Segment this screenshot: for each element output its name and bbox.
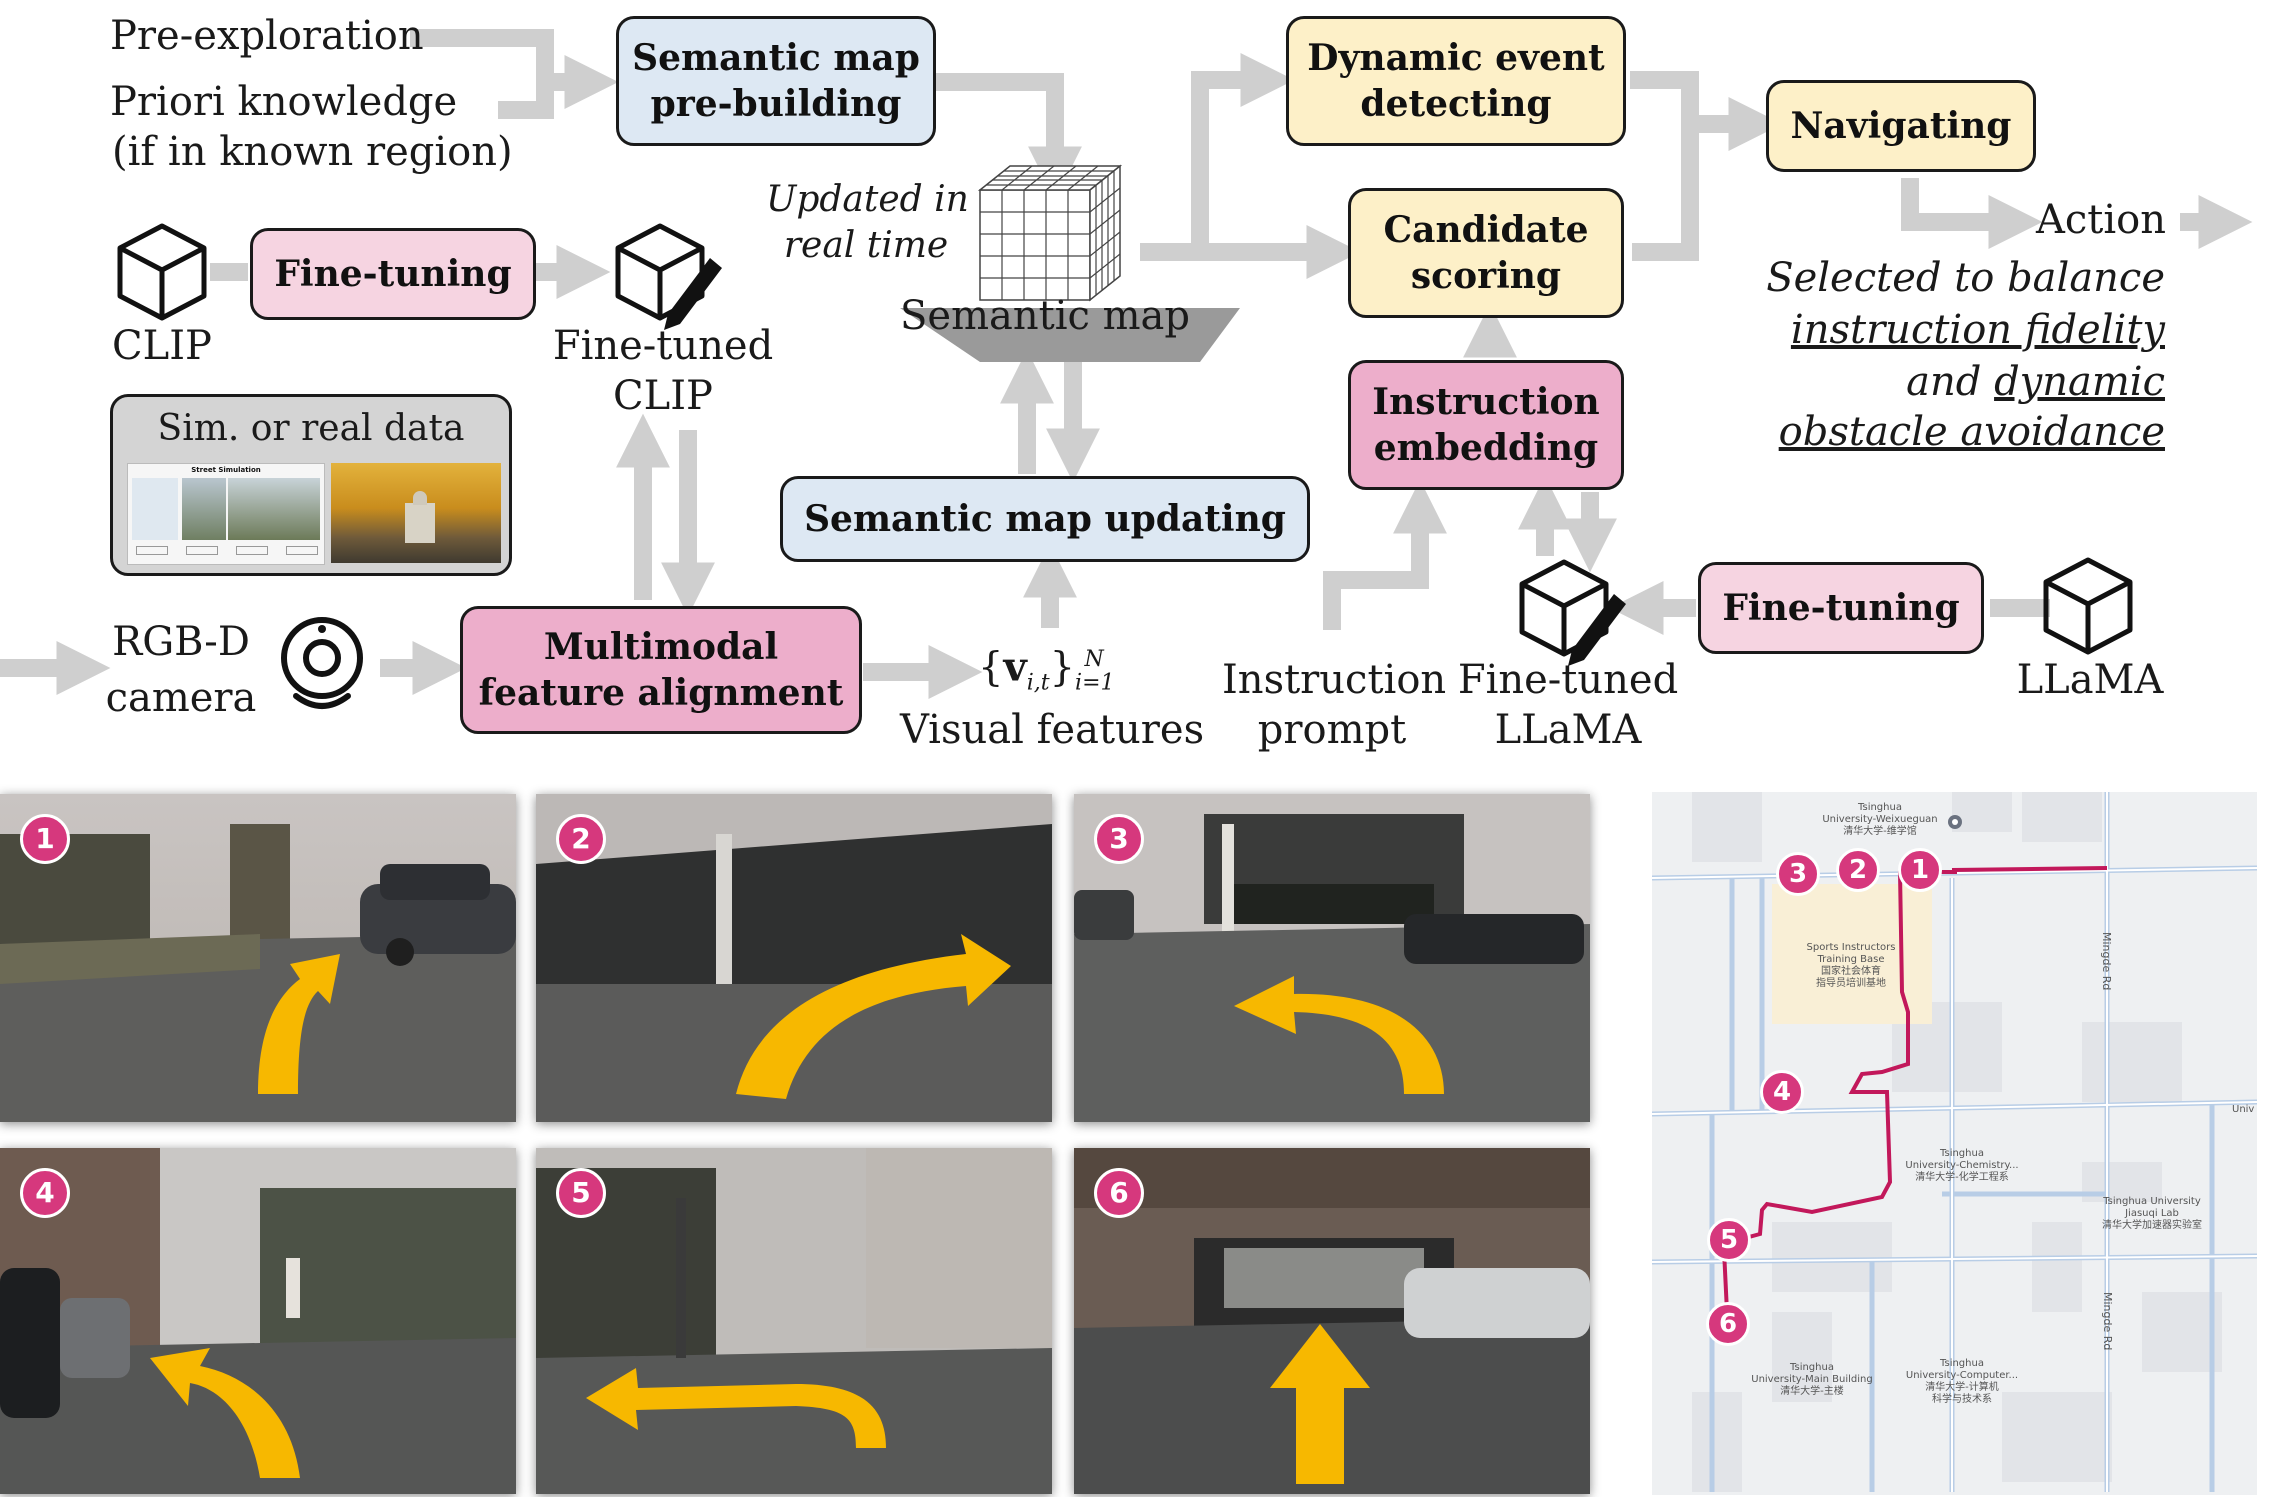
action-label: Action (2036, 197, 2166, 243)
camera-label-1: RGB-D (112, 619, 250, 665)
curve-right-icon (736, 934, 1011, 1099)
pen-icon (1568, 594, 1626, 666)
map-badge-5: 5 (1707, 1218, 1751, 1262)
camera-label-2: camera (105, 675, 257, 721)
photo-step-5: 5 (536, 1148, 1052, 1494)
straight-up-icon (1270, 1324, 1370, 1484)
visual-features-formula: {vi,t}i=1N (978, 643, 1115, 696)
turn-right-curve-icon (258, 954, 340, 1094)
instruction-prompt-label-2: prompt (1257, 707, 1407, 753)
priori-knowledge-label: Priori knowledge (110, 79, 458, 125)
map-badge-1: 1 (1898, 848, 1942, 892)
photo-step-2: 2 (536, 794, 1052, 1122)
step-badge-4: 4 (20, 1168, 70, 1218)
pen-icon (664, 258, 722, 330)
navigating-box: Navigating (1766, 80, 2036, 172)
finetuned-clip-icon (615, 223, 705, 321)
semantic-map-updating-box: Semantic map updating (780, 476, 1310, 562)
simulation-screenshot: Street Simulation (127, 463, 325, 565)
finetuned-llama-icon (1519, 559, 1609, 657)
clip-label: CLIP (112, 323, 212, 369)
sim-or-real-data-panel: Sim. or real data Street Simulation (110, 394, 512, 576)
map-badge-3: 3 (1776, 852, 1820, 896)
step-badge-3: 3 (1094, 814, 1144, 864)
llama-model-icon (2043, 557, 2133, 655)
simulation-title: Street Simulation (191, 466, 261, 474)
finetuning-llama-box: Fine-tuning (1698, 562, 1984, 654)
map-road-label-1: Mingde Rd (2100, 932, 2113, 991)
finetuned-llama-label-2: LLaMA (1494, 707, 1642, 753)
map-label-edge: Univ (2232, 1104, 2255, 1115)
visual-features-label: Visual features (900, 707, 1205, 753)
photo-step-3: 3 (1074, 794, 1590, 1122)
selected-label-3: and dynamic (1906, 359, 2165, 405)
pre-exploration-label: Pre-exploration (110, 13, 424, 59)
semantic-map-label: Semantic map (900, 293, 1190, 339)
finetuned-clip-label-2: CLIP (613, 373, 713, 419)
sharp-left-icon (586, 1368, 886, 1448)
updated-label-2: real time (783, 225, 949, 266)
selected-label-2: instruction fidelity (1790, 307, 2165, 353)
clip-model-icon (117, 223, 207, 321)
map-badge-4: 4 (1760, 1070, 1804, 1114)
finetuning-clip-box: Fine-tuning (250, 228, 536, 320)
sim-data-label: Sim. or real data (157, 408, 465, 449)
sim-controls (136, 546, 318, 555)
map-badge-6: 6 (1706, 1302, 1750, 1346)
llama-label: LLaMA (2016, 657, 2164, 703)
turn-left-icon (150, 1348, 300, 1478)
photo-step-4: 4 (0, 1148, 516, 1494)
selected-label-4: obstacle avoidance (1778, 409, 2165, 455)
selected-label-1: Selected to balance (1766, 255, 2165, 301)
finetuned-llama-label-1: Fine-tuned (1457, 657, 1679, 703)
map-badge-2: 2 (1836, 848, 1880, 892)
map-streets (1652, 792, 2257, 1495)
photo-step-6: 6 (1074, 1148, 1590, 1494)
semantic-map-icon (900, 164, 1240, 362)
updated-label-1: Updated in (766, 179, 969, 220)
photo-step-1: 1 (0, 794, 516, 1122)
curve-left-icon (1234, 976, 1444, 1094)
flow-arrows (0, 29, 2253, 709)
map-road-label-2: Mingde Rd (2101, 1292, 2114, 1351)
instruction-prompt-label-1: Instruction (1222, 657, 1447, 703)
priori-knowledge-note: (if in known region) (112, 129, 513, 175)
step-badge-6: 6 (1094, 1168, 1144, 1218)
step-badge-5: 5 (556, 1168, 606, 1218)
sim-view-1 (182, 478, 226, 540)
camera-icon (281, 617, 363, 709)
step-badge-2: 2 (556, 814, 606, 864)
sim-view-2 (228, 478, 320, 540)
pipeline-diagram: Pre-exploration Priori knowledge (if in … (0, 13, 2253, 753)
sim-map-thumb (132, 478, 178, 540)
step-badge-1: 1 (20, 814, 70, 864)
real-data-photo (331, 463, 501, 563)
finetuned-clip-label-1: Fine-tuned (552, 323, 774, 369)
